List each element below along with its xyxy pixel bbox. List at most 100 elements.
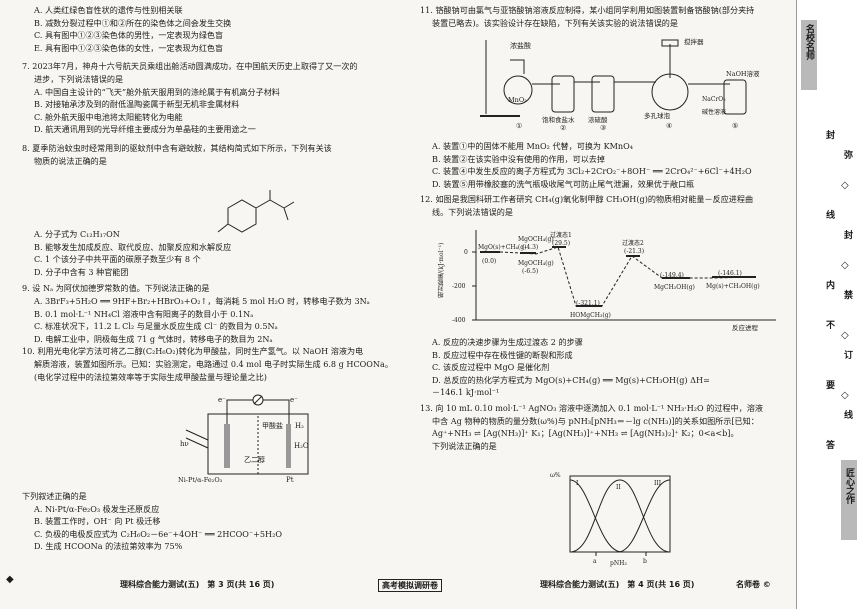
q11-option-c: C. 装置④中发生反应的离子方程式为 3Cl₂+2CrO₂⁻+8OH⁻ ══ 2… [432,166,752,177]
q13-stem-4: 下列说法正确的是 [432,440,497,451]
omega-axis-label: ω% [550,472,561,479]
sidebar-char-jin: 禁 [842,290,852,299]
q10-option-d: D. 生成 HCOONa 的法拉第效率为 75% [34,541,183,552]
q8-option-b: B. 能够发生加成反应、取代反应、加聚反应和水解反应 [34,241,232,252]
hydrogen-label: H₂ [295,422,304,430]
point-value-0: (0.0) [482,258,497,265]
q6-option-b: B. 减数分裂过程中①和②所在的染色体之间会发生交换 [34,17,232,28]
sidebar-top-text: 名校名师 [804,24,814,60]
label-4: ④ [666,122,673,130]
mno2-label: MnO₂ [508,96,527,104]
sidebar-diamond-icon-1: ◇ [841,180,849,191]
point-value-5: (-146.1) [718,270,742,277]
label-3: ③ [600,124,607,132]
footer-brand: 名师卷 © [736,580,771,589]
q9-option-b: B. 0.1 mol·L⁻¹ NH₄Cl 溶液中含有阳离子的数目小于 0.1Nₐ [34,308,254,319]
q6-option-a: A. 人类红绿色盲性状的遗传与性别相关联 [34,5,183,15]
y-tick-0: 0 [464,249,468,256]
q10-option-b: B. 装置工作时，OH⁻ 向 Pt 极迁移 [34,516,161,527]
electron-label-left: e⁻ [218,396,226,404]
q11-stem-1: 11. 铬酸钠可由氯气与亚铬酸钠溶液反应制得，某小组同学利用如图装置制备铬酸钠(… [420,5,755,15]
q7-option-b: B. 对接轴承涉及到的耐低温陶瓷属于新型无机非金属材料 [34,99,240,110]
label-2: ② [560,124,567,132]
sidebar-bottom-text: 匠心之作 [844,468,854,504]
q8-option-c: C. 1 个该分子中共平面的碳原子数至少有 8 个 [34,254,201,265]
point-value-3: (-321.1) [576,300,600,307]
light-label: hν [180,440,189,448]
x-axis-label: 反应进程 [732,324,758,332]
sidebar-char-da: 答 [824,440,834,449]
q7-option-a: A. 中国自主设计的“飞天”舱外航天服用到的涤纶属于有机高分子材料 [34,86,280,97]
point-value-2: (-6.5) [522,268,539,275]
sidebar-char-nei: 内 [824,280,834,289]
sidebar-char-feng: 封 [824,130,834,139]
q10-stem-1: 10. 利用光电化学方法可将乙二醇(C₂H₆O₂)转化为甲酸盐，同时生产氢气。以… [22,346,364,357]
q7-option-d: D. 航天通讯用到的光导纤维主要成分为单晶硅的主要用途之一 [34,124,256,135]
q9-option-a: A. 3BrF₃+5H₂O ══ 9HF+Br₂+HBrO₃+O₂↑，每消耗 5… [34,295,370,306]
pnh3-axis-label: pNH₃ [610,560,627,567]
q11-option-a: A. 装置①中的固体不能用 MnO₂ 代替，可换为 KMnO₄ [432,141,634,151]
point-value-1: (-4.3) [522,244,539,251]
q12-stem-1: 12. 如图是我国科研工作者研究 CH₄(g)氧化制甲醇 CH₃OH(g)的物质… [420,194,754,205]
bubbler-label: 多孔球泡 [644,112,670,120]
y-axis-label: 相对能量/(kJ·mol⁻¹) [438,242,445,298]
naoh-label: NaOH溶液 [726,70,760,78]
label-5: ⑤ [732,122,739,130]
q13-stem-1: 13. 向 10 mL 0.10 mol·L⁻¹ AgNO₃ 溶液中逐滴加入 0… [420,402,763,413]
ts2-value: (-21.3) [624,248,645,255]
curve-label-i: I [576,480,579,487]
q10-option-a: A. Ni-Pt/α-Fe₂O₃ 极发生还原反应 [34,503,160,514]
q13-stem-3: Ag⁺+NH₃ ⇌ [Ag(NH₃)]⁺ K₁；[Ag(NH₃)]⁺+NH₃ ⇌… [432,428,739,439]
water-label: H₂O [294,442,309,450]
q9-option-c: C. 标准状况下，11.2 L Cl₂ 与足量水反应生成 Cl⁻ 的数目为 0.… [34,321,278,332]
q9-option-d: D. 电解工业中，阴极每生成 71 g 气体时，转移电子的数目为 2Nₐ [34,333,273,344]
sidebar-char-mi: 弥 [842,150,852,159]
formate-label: 甲酸盐 [262,422,283,430]
q13-stem-2: 中含 Ag 物种的物质的量分数(ω%)与 pNH₃[pNH₃＝－lg c(NH₃… [432,415,759,426]
sidebar-char-bu: 不 [824,320,834,329]
y-tick-400: -400 [452,317,466,324]
q8-option-a: A. 分子式为 C₁₂H₁₇ON [34,229,120,239]
q10-stem-3: (电化学过程中的法拉第效率等于实际生成甲酸盐量与理论量之比) [34,371,267,382]
glycol-label: 乙二醇 [244,456,265,464]
footer-page-3: 理科综合能力测试(五) 第 3 页(共 16 页) [120,580,275,589]
q8-stem-2: 物质的说法正确的是 [34,155,107,166]
sidebar-char-xian2: 线 [842,410,852,419]
footer-page-4: 理科综合能力测试(五) 第 4 页(共 16 页) [540,580,695,589]
q12-stem-2: 线。下列说法错误的是 [432,206,513,217]
tick-a: a [593,558,597,565]
q8-option-d: D. 分子中含有 3 种官能团 [34,266,129,277]
sidebar-tag-top [801,20,817,90]
ts1-label: 过渡态1 [550,232,572,239]
q8-stem-1: 8. 夏季防治蚊虫时经常用到的驱蚊剂中含有避蚊胺，其结构简式如下所示，下列有关该 [22,142,332,153]
point-label-4: MgCH₃OH(g) [654,284,695,291]
point-label-2: MgOCH₄(g) [518,260,554,267]
sidebar-tag-bottom [841,460,857,540]
q6-option-c: C. 具有图中①②③染色体的男性，一定表现为绿色盲 [34,30,224,41]
anode-label: Ni-Pt/α-Fe₂O₃ [178,476,223,484]
q12-option-a: A. 反应的决速步骤为生成过渡态 2 的步骤 [432,337,583,347]
q7-stem-1: 7. 2023年7月，神舟十六号航天员乘组出舱活动圆满成功，在中国航天历史上取得… [22,61,358,72]
q7-option-c: C. 舱外航天服中电池将太阳能转化为电能 [34,111,183,122]
speciation-chart: ω% pNH₃ a b I II III [550,470,680,568]
point-label-1: MgOCH₄(g) [518,236,554,243]
curve-label-ii: II [616,484,621,491]
tick-b: b [643,558,647,565]
sidebar-diamond-icon-3: ◇ [841,330,849,341]
corner-diamond-icon: ◆ [6,574,14,585]
sulfuric-label: 浓硫酸 [588,116,608,124]
q10-question: 下列叙述正确的是 [22,491,87,501]
q12-option-d-cont: －146.1 kJ·mol⁻¹ [432,387,500,398]
sidebar-char-ding: 订 [842,350,852,359]
q9-stem: 9. 设 Nₐ 为阿伏加德罗常数的值。下列说法正确的是 [22,283,210,294]
deet-structure-figure [217,190,295,233]
q12-option-d: D. 总反应的热化学方程式为 MgO(s)+CH₄(g) ══ Mg(s)+CH… [432,374,710,385]
q11-option-b: B. 装置②在该实验中没有使用的作用，可以去掉 [432,153,605,164]
sidebar-diamond-icon-2: ◇ [841,260,849,271]
apparatus-figure: 浓盐酸 MnO₂ 饱和食盐水 浓硫酸 搅拌器 NaCrO₂ 碱性溶液 多孔球泡 … [480,34,770,132]
point-label-0: MgO(s)+CH₄(g) [478,244,527,251]
point-label-5: Mg(s)+CH₃OH(g) [706,283,760,290]
sidebar-diamond-icon-4: ◇ [841,390,849,401]
electrolysis-figure: e⁻ e⁻ 甲酸盐 乙二醇 H₂ H₂O Ni-Pt/α-Fe₂O₃ Pt hν [178,394,348,484]
curve-label-iii: III [654,480,662,487]
